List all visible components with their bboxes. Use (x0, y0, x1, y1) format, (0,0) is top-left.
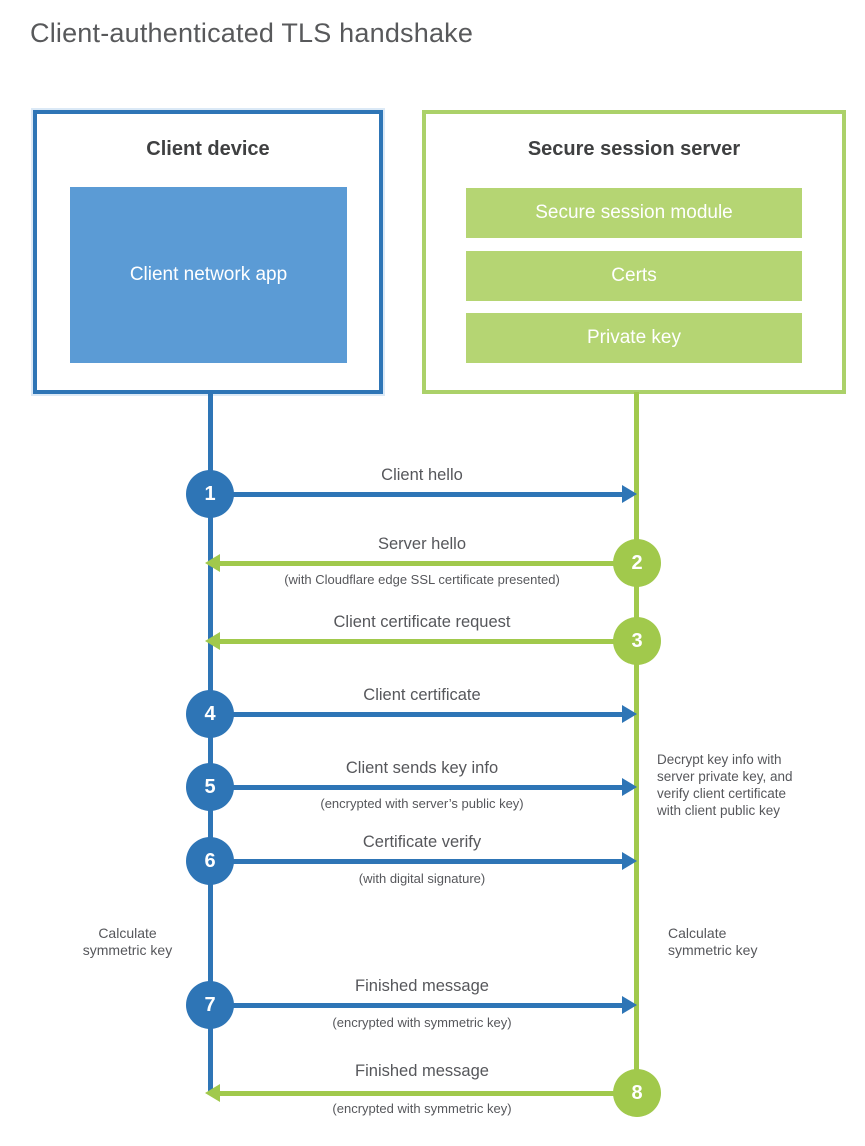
server-module-label: Private key (587, 327, 681, 348)
step2-arrow (220, 561, 637, 566)
step3-number: 3 (631, 629, 643, 652)
step7-arrow (210, 1003, 624, 1008)
step3-arrowhead-icon (205, 632, 220, 650)
step2-subtext: (with Cloudflare edge SSL certificate pr… (284, 572, 560, 587)
step1-circle: 1 (186, 470, 234, 518)
step5-label: Client sends key info (345, 759, 499, 777)
step7-circle: 7 (186, 981, 234, 1029)
step6-label: Certificate verify (362, 833, 482, 851)
step6-arrow (210, 859, 624, 864)
step3-label: Client certificate request (333, 613, 511, 631)
server-module-private-key: Private key (466, 313, 802, 363)
step4-circle: 4 (186, 690, 234, 738)
step1-arrow (210, 492, 624, 497)
step4-arrowhead-icon (622, 705, 637, 723)
step5-arrow (210, 785, 624, 790)
step4-arrow (210, 712, 624, 717)
step5-number: 5 (204, 775, 216, 798)
step7-arrowhead-icon (622, 996, 637, 1014)
step6-circle: 6 (186, 837, 234, 885)
server-module-label: Secure session module (535, 202, 733, 223)
server-decrypt-note-line: verify client certificate (657, 786, 787, 801)
server-decrypt-note: Decrypt key info with server private key… (657, 751, 793, 819)
server-module-label: Certs (611, 265, 657, 286)
step5-subtext: (encrypted with server’s public key) (320, 796, 524, 811)
step5-arrowhead-icon (622, 778, 637, 796)
server-calculate-note: Calculate symmetric key (668, 925, 758, 958)
step2-label: Server hello (377, 535, 467, 553)
step2-circle: 2 (613, 539, 661, 587)
step8-circle: 8 (613, 1069, 661, 1117)
step4-label: Client certificate (363, 686, 481, 704)
step6-subtext: (with digital signature) (358, 871, 486, 886)
step8-number: 8 (631, 1081, 643, 1104)
client-lifeline (208, 392, 213, 1093)
secure-session-server-title: Secure session server (527, 138, 741, 160)
server-decrypt-note-line: server private key, and (657, 769, 793, 784)
step6-number: 6 (204, 849, 216, 872)
server-decrypt-note-line: Decrypt key info with (657, 752, 782, 767)
step6-arrowhead-icon (622, 852, 637, 870)
step8-arrow (220, 1091, 637, 1096)
step1-label: Client hello (381, 466, 463, 484)
step2-number: 2 (631, 551, 643, 574)
step3-circle: 3 (613, 617, 661, 665)
step8-subtext: (encrypted with symmetric key) (332, 1101, 512, 1116)
step8-label: Finished message (355, 1062, 489, 1080)
step4-number: 4 (204, 702, 216, 725)
server-module-secure-session: Secure session module (466, 188, 802, 238)
client-network-app-box: Client network app (70, 187, 347, 363)
client-network-app-label: Client network app (129, 264, 288, 285)
step1-arrowhead-icon (622, 485, 637, 503)
server-lifeline (634, 392, 639, 1093)
step7-subtext: (encrypted with symmetric key) (332, 1015, 512, 1030)
step1-number: 1 (204, 482, 216, 505)
step3-arrow (220, 639, 637, 644)
server-module-certs: Certs (466, 251, 802, 301)
step7-label: Finished message (355, 977, 489, 995)
step7-number: 7 (204, 993, 216, 1016)
client-device-title: Client device (146, 138, 270, 160)
step8-arrowhead-icon (205, 1084, 220, 1102)
step2-arrowhead-icon (205, 554, 220, 572)
server-decrypt-note-line: with client public key (657, 803, 781, 818)
step5-circle: 5 (186, 763, 234, 811)
page-title: Client-authenticated TLS handshake (30, 18, 474, 48)
client-calculate-note: Calculate symmetric key (82, 925, 173, 958)
